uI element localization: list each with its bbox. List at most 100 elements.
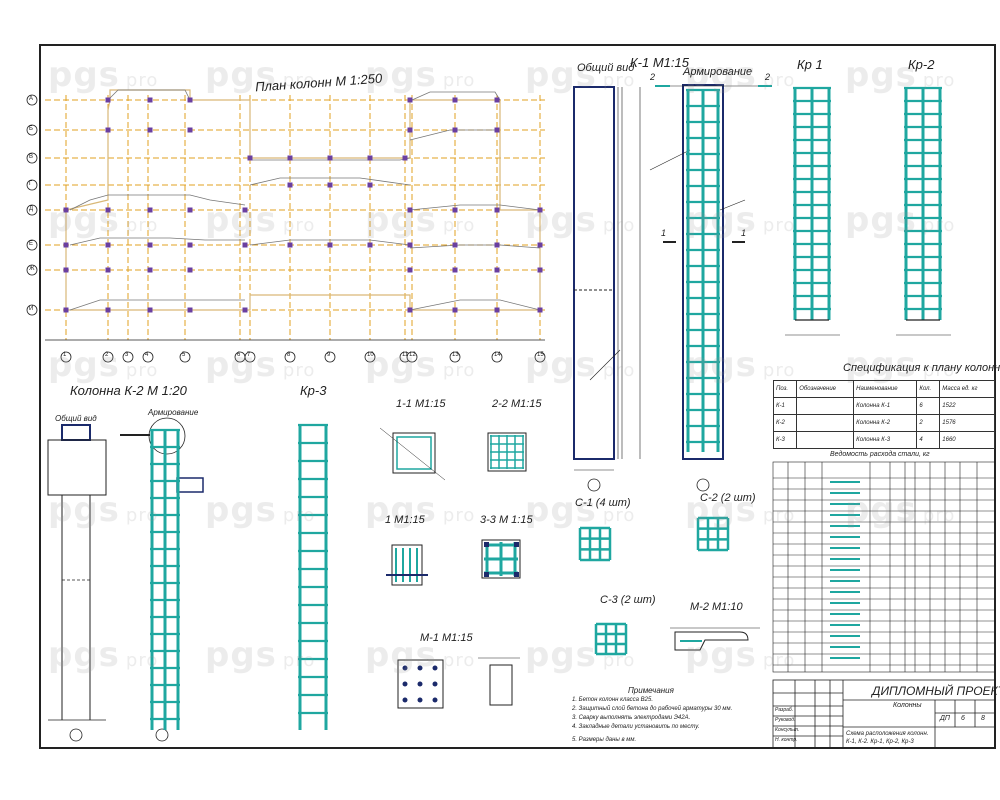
project-title: ДИПЛОМНЫЙ ПРОЕКТ bbox=[872, 684, 1000, 698]
role-label: Н. контр. bbox=[775, 737, 798, 743]
table-header-row: Поз. Обозначение Наименование Кол. Масса… bbox=[772, 380, 995, 398]
mesh-c2-title: С-2 (2 шт) bbox=[700, 492, 756, 504]
role-label: Разраб. bbox=[775, 707, 794, 713]
axis-bubble bbox=[244, 351, 256, 363]
column-node bbox=[402, 155, 408, 161]
column-node bbox=[63, 242, 69, 248]
anchor-point bbox=[402, 681, 408, 687]
header-cell: Поз. bbox=[772, 380, 798, 398]
table-cell: 4 bbox=[916, 431, 941, 449]
column-node bbox=[452, 127, 458, 133]
axis-letter: Ж bbox=[29, 266, 35, 272]
column-node bbox=[187, 127, 193, 133]
table-cell: К-1 bbox=[772, 397, 798, 415]
axis-number: 9 bbox=[327, 352, 331, 358]
anchor-point bbox=[402, 697, 408, 703]
column-node bbox=[63, 207, 69, 213]
column-node bbox=[63, 307, 69, 313]
table-cell: 1660 bbox=[939, 431, 995, 449]
axis-number: 5 bbox=[182, 352, 186, 358]
column-node bbox=[537, 242, 543, 248]
column-node bbox=[147, 242, 153, 248]
node-1 bbox=[386, 544, 428, 586]
column-node bbox=[407, 267, 413, 273]
column-node bbox=[187, 207, 193, 213]
axis-bubble bbox=[284, 351, 296, 363]
axis-number: 6 bbox=[237, 352, 241, 358]
column-node bbox=[147, 267, 153, 273]
axis-bubble bbox=[364, 351, 376, 363]
axis-bubble bbox=[179, 351, 191, 363]
cut-mark-1: 1 bbox=[661, 228, 667, 238]
table-cell: 1522 bbox=[939, 397, 995, 415]
sheets-total: 8 bbox=[981, 715, 985, 722]
section-2-2-title: 2-2 М1:15 bbox=[492, 398, 542, 410]
column-node bbox=[494, 207, 500, 213]
axis-bubble bbox=[122, 351, 134, 363]
table-cell: Колонна К-2 bbox=[853, 414, 918, 432]
column-node bbox=[105, 207, 111, 213]
axis-number: 1 bbox=[63, 352, 67, 358]
column-node bbox=[327, 182, 333, 188]
axis-bubble bbox=[26, 94, 38, 106]
table-cell: 2 bbox=[916, 414, 941, 432]
k1-general-view bbox=[573, 86, 641, 492]
anchor-point bbox=[417, 665, 423, 671]
column-node bbox=[367, 242, 373, 248]
kr1-cage bbox=[785, 86, 840, 336]
table-row: К-3 Колонна К-3 4 1660 bbox=[772, 431, 995, 449]
header-cell: Наименование bbox=[853, 380, 918, 398]
axis-number: 12 bbox=[409, 352, 416, 358]
corner-plate bbox=[514, 572, 519, 577]
column-node bbox=[105, 127, 111, 133]
axis-bubble bbox=[26, 264, 38, 276]
column-node bbox=[407, 127, 413, 133]
column-node bbox=[242, 242, 248, 248]
column-node bbox=[105, 97, 111, 103]
k2-title: Колонна К-2 М 1:20 bbox=[70, 383, 187, 398]
column-node bbox=[187, 267, 193, 273]
k1-reinforcement bbox=[649, 84, 772, 492]
mesh-c1-title: С-1 (4 шт) bbox=[575, 497, 631, 509]
plate-m2 bbox=[670, 627, 760, 651]
column-node bbox=[327, 155, 333, 161]
cut-mark-2: 2 bbox=[765, 72, 771, 82]
header-cell: Масса ед. кг bbox=[939, 380, 995, 398]
axis-bubble bbox=[26, 124, 38, 136]
corner-plate bbox=[484, 572, 489, 577]
mesh-c2 bbox=[696, 516, 730, 552]
axis-bubble bbox=[324, 351, 336, 363]
axis-letter: Е bbox=[29, 241, 34, 247]
note-item: 5. Размеры даны в мм. bbox=[572, 737, 637, 743]
axis-number: 4 bbox=[145, 352, 149, 358]
k2-reinforcement bbox=[120, 417, 204, 742]
axis-bubble bbox=[449, 351, 461, 363]
table-cell: 6 bbox=[916, 397, 941, 415]
table-cell: Колонна К-3 bbox=[853, 431, 918, 449]
column-node bbox=[147, 307, 153, 313]
anchor-point bbox=[432, 665, 438, 671]
section-3-3-title: 3-3 М 1:15 bbox=[480, 514, 533, 526]
column-node bbox=[287, 242, 293, 248]
column-node bbox=[494, 267, 500, 273]
section-2-2 bbox=[487, 432, 527, 472]
anchor-point bbox=[402, 665, 408, 671]
corner-plate bbox=[484, 542, 489, 547]
steel-table-caption: Ведомость расхода стали, кг bbox=[830, 451, 930, 458]
column-node bbox=[407, 242, 413, 248]
axis-number: 11 bbox=[402, 352, 409, 358]
column-node bbox=[242, 307, 248, 313]
axis-letter: И bbox=[29, 306, 34, 312]
column-node bbox=[187, 97, 193, 103]
plate-m1 bbox=[397, 657, 520, 709]
axis-letter: В bbox=[29, 154, 34, 160]
stage: ДП bbox=[940, 715, 951, 722]
table-cell: К-2 bbox=[772, 414, 798, 432]
column-node bbox=[105, 242, 111, 248]
column-node bbox=[287, 155, 293, 161]
anchor-point bbox=[417, 697, 423, 703]
notes-title: Примечания bbox=[628, 686, 674, 695]
axis-bubble bbox=[142, 351, 154, 363]
table-row: К-2 Колонна К-2 2 1576 bbox=[772, 414, 995, 432]
kr2-title: Кр-2 bbox=[908, 57, 935, 72]
